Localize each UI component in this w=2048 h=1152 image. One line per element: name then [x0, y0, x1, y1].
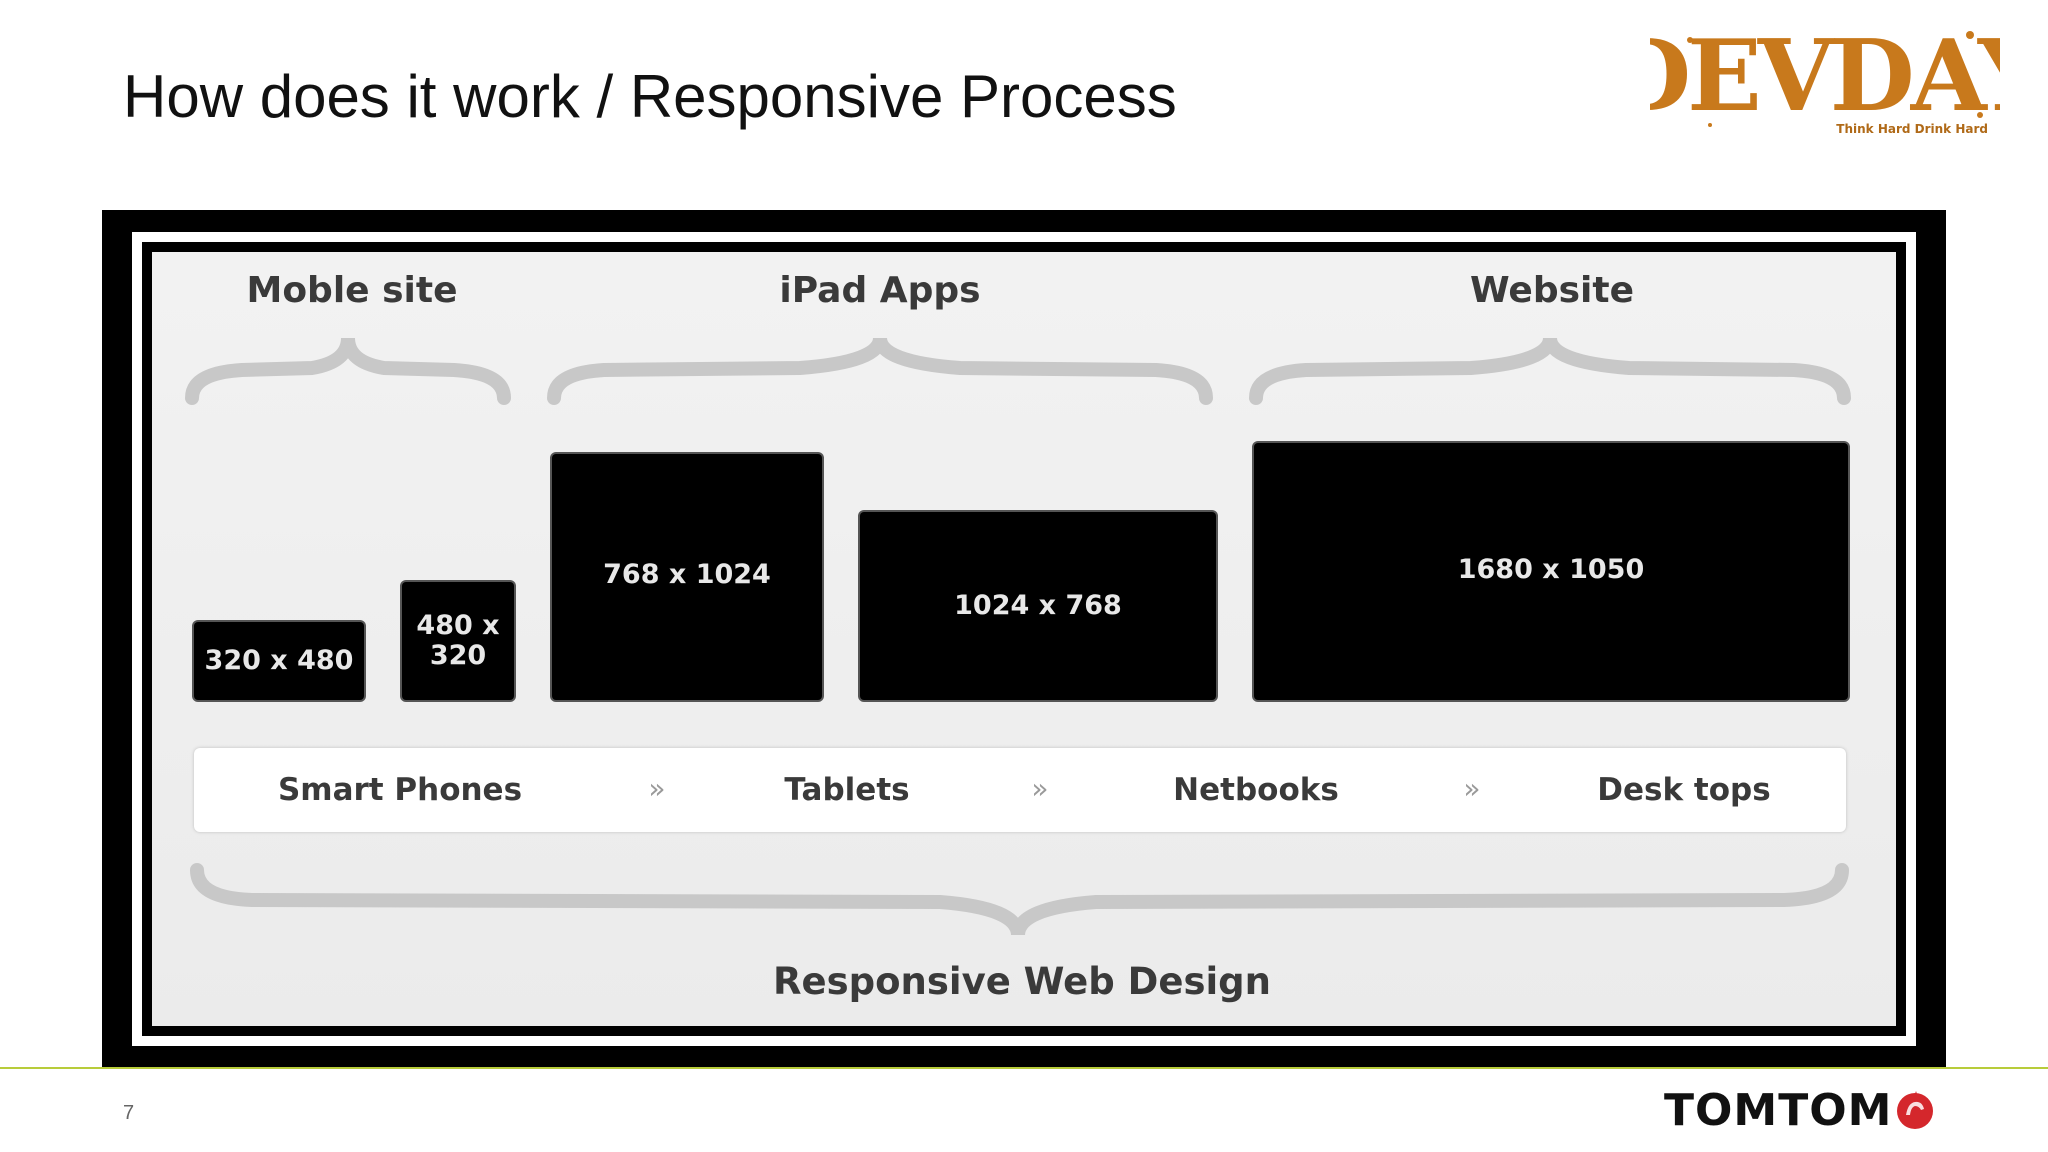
chevron-double-right-icon: » [1463, 772, 1481, 805]
brace-website [1249, 336, 1851, 405]
brace-bottom [190, 863, 1849, 936]
tomtom-hand-icon [1897, 1091, 1934, 1129]
group-label-website: Website [1469, 270, 1635, 311]
slide-title: How does it work / Responsive Process [123, 63, 1177, 130]
tomtom-wordmark: TOMTOM [1664, 1084, 1893, 1136]
device-box-480x320: 480 x 320 [402, 582, 514, 700]
bottom-label-responsive-web-design: Responsive Web Design [773, 960, 1271, 1003]
category-netbooks: Netbooks [1173, 772, 1339, 808]
chevron-double-right-icon: » [1031, 772, 1049, 805]
responsive-diagram: Moble site iPad Apps Website 320 x 480 4… [102, 210, 1946, 1068]
device-label: 768 x 1024 [603, 559, 771, 590]
device-label: 320 x 480 [204, 645, 354, 677]
devday-logo: DEVDAY Think Hard Drink Hard [1606, 15, 2048, 140]
chevron-double-right-icon: » [648, 772, 666, 805]
brace-moble-site [185, 337, 511, 405]
category-tablets: Tablets [784, 772, 910, 808]
device-box-768x1024: 768 x 1024 [552, 454, 822, 700]
device-label: 1680 x 1050 [1457, 554, 1645, 585]
svg-text:DEVDAY: DEVDAY [1650, 19, 2000, 134]
device-box-1680x1050: 1680 x 1050 [1254, 443, 1848, 700]
category-desk-tops: Desk tops [1597, 772, 1771, 808]
page-number: 7 [123, 1102, 135, 1124]
group-label-moble-site: Moble site [246, 270, 458, 311]
device-category-bar [194, 748, 1846, 832]
group-label-ipad-apps: iPad Apps [779, 270, 981, 311]
brace-ipad-apps [547, 336, 1213, 405]
footer-divider [0, 1067, 2048, 1069]
device-box-1024x768: 1024 x 768 [860, 512, 1216, 700]
device-box-320x480: 320 x 480 [194, 622, 364, 700]
category-smart-phones: Smart Phones [277, 772, 523, 808]
svg-text:Think Hard Drink Hard: Think Hard Drink Hard [1836, 122, 1988, 136]
device-label: 480 x 320 [416, 610, 500, 671]
device-label: 1024 x 768 [954, 590, 1122, 622]
tomtom-logo: TOMTOM [1664, 1085, 1936, 1136]
